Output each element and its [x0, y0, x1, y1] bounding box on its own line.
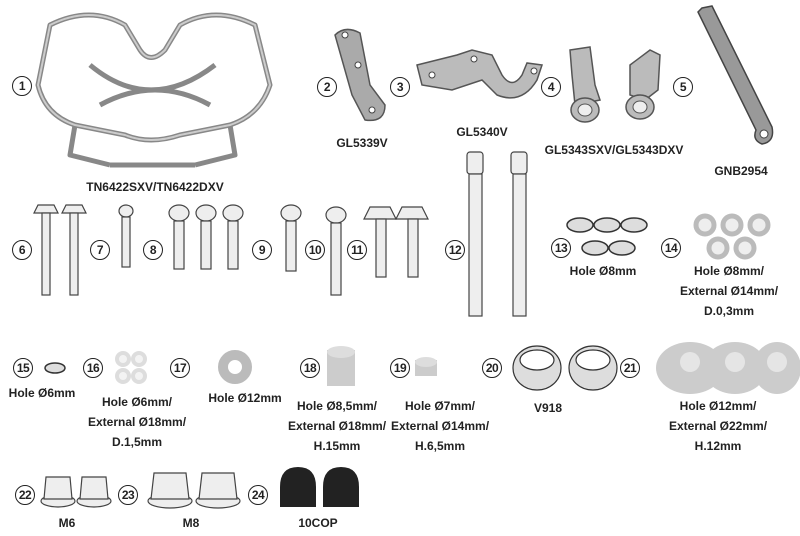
- brackets-gl5343-drawing: [569, 46, 661, 123]
- callout-9: 9: [252, 240, 272, 260]
- label-bushing20: V918: [533, 401, 563, 415]
- callout-17: 17: [170, 358, 190, 378]
- callout-24: 24: [248, 485, 268, 505]
- label-washer17: Hole Ø12mm: [208, 391, 282, 405]
- label-spacer19: Hole Ø7mm/ External Ø14mm/ H.6,5mm: [391, 396, 489, 456]
- label-washer16: Hole Ø6mm/ External Ø18mm/ D.1,5mm: [88, 392, 186, 452]
- callout-4: 4: [541, 77, 561, 97]
- long-bolts-drawing: [466, 151, 528, 317]
- nuts-caps-drawing: [40, 467, 359, 509]
- label-brackets45: GL5343SXV/GL5343DXV: [544, 143, 684, 157]
- label-line: H.12mm: [694, 439, 742, 453]
- label-washer15: Hole Ø6mm: [8, 386, 76, 400]
- callout-23: 23: [118, 485, 138, 505]
- bolts-drawing: [33, 204, 429, 296]
- label-washer13: Hole Ø8mm: [569, 264, 637, 278]
- label-line: Hole Ø6mm/: [101, 395, 173, 409]
- washers-spacers-row-drawing: [44, 342, 800, 394]
- callout-10: 10: [305, 240, 325, 260]
- label-line: H.6,5mm: [414, 439, 466, 453]
- label-plate2: GL5339V: [336, 136, 388, 150]
- callout-20: 20: [482, 358, 502, 378]
- bar-gnb2954-drawing: [697, 5, 774, 145]
- callout-5: 5: [673, 77, 693, 97]
- label-frame: TN6422SXV/TN6422DXV: [86, 180, 224, 194]
- label-line: External Ø14mm/: [679, 284, 779, 298]
- callout-13: 13: [551, 238, 571, 258]
- callout-1: 1: [12, 76, 32, 96]
- label-line: Hole Ø8mm/: [693, 264, 765, 278]
- label-line: External Ø18mm/: [287, 419, 387, 433]
- label-nut22: M6: [58, 516, 76, 530]
- label-line: External Ø22mm/: [668, 419, 768, 433]
- label-cap24: 10COP: [298, 516, 338, 530]
- callout-3: 3: [390, 77, 410, 97]
- washers-13-14-drawing: [566, 213, 771, 260]
- callout-8: 8: [143, 240, 163, 260]
- label-line: D.0,3mm: [703, 304, 755, 318]
- callout-2: 2: [317, 77, 337, 97]
- callout-14: 14: [661, 238, 681, 258]
- label-line: Hole Ø12mm/: [679, 399, 757, 413]
- label-line: Hole Ø7mm/: [404, 399, 476, 413]
- label-bar: GNB2954: [714, 164, 768, 178]
- callout-19: 19: [390, 358, 410, 378]
- label-nut23: M8: [182, 516, 200, 530]
- crash-bar-frame-drawing: [35, 12, 273, 168]
- label-line: H.15mm: [313, 439, 361, 453]
- callout-18: 18: [300, 358, 320, 378]
- bracket-gl5340v-drawing: [416, 49, 543, 99]
- callout-12: 12: [445, 240, 465, 260]
- label-washer14: Hole Ø8mm/ External Ø14mm/ D.0,3mm: [680, 261, 778, 321]
- callout-22: 22: [15, 485, 35, 505]
- callout-6: 6: [12, 240, 32, 260]
- label-line: External Ø14mm/: [390, 419, 490, 433]
- callout-21: 21: [620, 358, 640, 378]
- plate-gl5339v-drawing: [334, 28, 386, 122]
- label-line: Hole Ø8,5mm/: [296, 399, 378, 413]
- callout-7: 7: [90, 240, 110, 260]
- label-line: D.1,5mm: [111, 435, 163, 449]
- label-spacer21: Hole Ø12mm/ External Ø22mm/ H.12mm: [669, 396, 767, 456]
- label-spacer18: Hole Ø8,5mm/ External Ø18mm/ H.15mm: [288, 396, 386, 456]
- label-bracket3: GL5340V: [456, 125, 508, 139]
- callout-16: 16: [83, 358, 103, 378]
- callout-15: 15: [13, 358, 33, 378]
- label-line: External Ø18mm/: [87, 415, 187, 429]
- callout-11: 11: [347, 240, 367, 260]
